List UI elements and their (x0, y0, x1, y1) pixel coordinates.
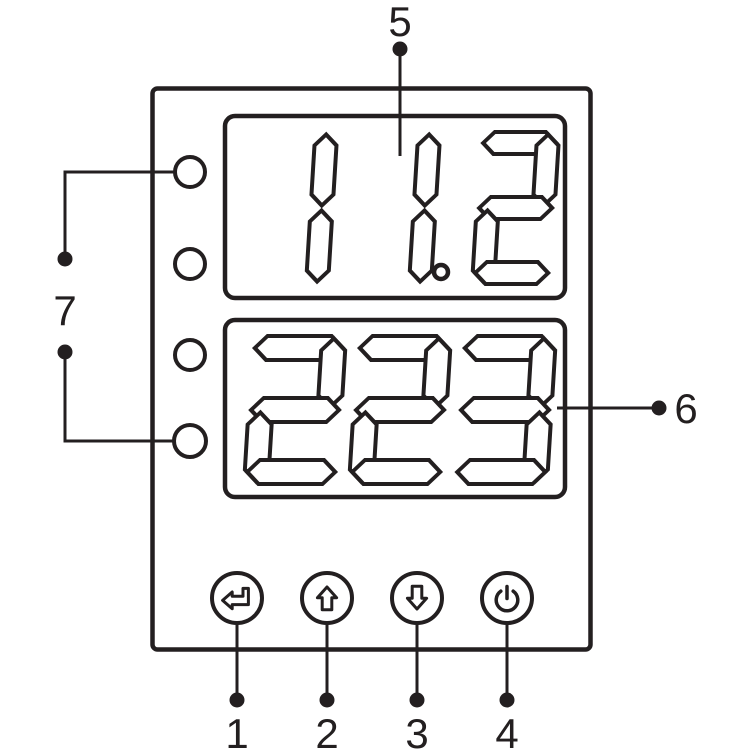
callout-label-3: 3 (405, 710, 428, 756)
callout-line-7-lower (63, 352, 176, 443)
callout-line-7-upper (63, 170, 176, 259)
callout-dot-7-upper (57, 251, 73, 267)
decimal-point (431, 262, 451, 282)
lower-display-digits (242, 334, 558, 486)
callout-7: 7 (53, 170, 176, 443)
callout-6: 6 (557, 385, 698, 432)
seven-segment-digit (407, 131, 442, 285)
callout-label-1: 1 (225, 710, 248, 756)
enter-button[interactable] (210, 571, 264, 625)
callout-dot-6 (651, 400, 667, 416)
callout-label-2: 2 (315, 710, 338, 756)
callout-label-5: 5 (388, 0, 411, 45)
callout-2: 2 (315, 623, 339, 756)
callout-dot-4 (499, 692, 515, 708)
down-button[interactable] (390, 571, 444, 625)
callout-3: 3 (405, 623, 429, 756)
up-arrow-icon (315, 585, 339, 612)
callout-label-4: 4 (495, 710, 518, 756)
power-button[interactable] (480, 571, 534, 625)
enter-icon (221, 586, 250, 611)
led-indicator-3 (173, 338, 207, 372)
seven-segment-digit (470, 130, 561, 286)
callout-label-6: 6 (674, 385, 697, 432)
seven-segment-digit (454, 334, 558, 486)
callout-5: 5 (388, 0, 412, 156)
down-arrow-icon (405, 584, 429, 611)
upper-display-digits (304, 130, 561, 286)
callout-4: 4 (495, 623, 519, 756)
power-icon (494, 584, 520, 613)
led-indicator-2 (173, 247, 207, 281)
up-button[interactable] (300, 571, 354, 625)
led-indicator-1 (173, 155, 207, 189)
callout-label-7: 7 (53, 287, 76, 334)
seven-segment-digit (347, 334, 453, 486)
led-indicator-4 (172, 423, 208, 459)
seven-segment-digit (304, 131, 339, 285)
callout-dot-1 (229, 692, 245, 708)
callout-dot-3 (409, 692, 425, 708)
seven-segment-digit (242, 334, 348, 486)
callout-1: 1 (225, 623, 249, 756)
callout-dot-2 (319, 692, 335, 708)
